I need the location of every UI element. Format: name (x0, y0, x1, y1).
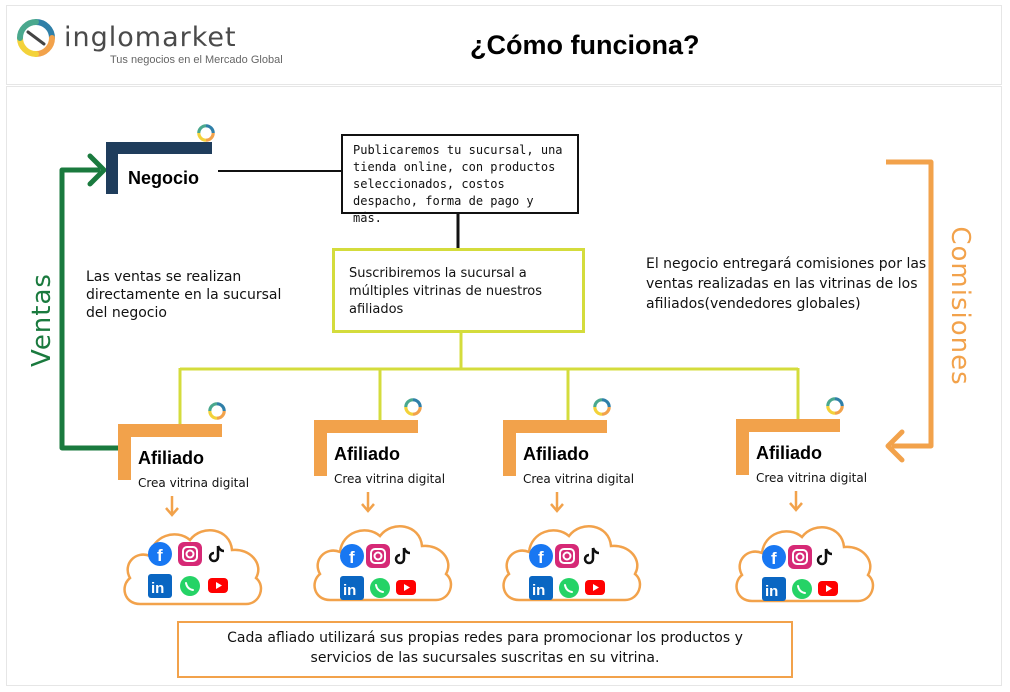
youtube-icon (585, 580, 605, 595)
affiliate-1: Afiliado Crea vitrina digital f in (118, 402, 278, 617)
linkedin-icon: in (340, 576, 364, 600)
brand-name: inglomarket (64, 22, 237, 53)
affiliate-logo-icon (593, 398, 611, 416)
publish-box: Publicaremos tu sucursal, una tienda onl… (341, 134, 579, 225)
page-title: ¿Cómo funciona? (470, 30, 700, 60)
whatsapp-icon (180, 576, 200, 596)
svg-text:in: in (532, 582, 545, 599)
svg-text:f: f (538, 548, 544, 567)
affiliate-logo-icon (404, 398, 422, 416)
sales-note: Las ventas se realizan directamente en l… (86, 269, 282, 321)
youtube-icon (208, 578, 228, 593)
linkedin-icon: in (148, 574, 172, 598)
affiliate-bracket (736, 419, 840, 475)
svg-text:f: f (771, 549, 777, 568)
brand-tagline: Tus negocios en el Mercado Global (110, 54, 283, 66)
instagram-icon (555, 544, 579, 568)
content-frame (6, 86, 1002, 686)
comisiones-label: Comisiones (945, 226, 975, 386)
youtube-icon (396, 580, 416, 595)
instagram-icon (178, 542, 202, 566)
header-frame (6, 5, 1002, 85)
youtube-icon (818, 581, 838, 596)
facebook-icon: f (148, 542, 172, 566)
linkedin-icon: in (762, 577, 786, 601)
whatsapp-icon (370, 578, 390, 598)
svg-text:in: in (343, 582, 356, 599)
instagram-icon (366, 544, 390, 568)
arrow-down-icon (789, 491, 803, 512)
whatsapp-icon (559, 578, 579, 598)
affiliate-subtitle: Crea vitrina digital (138, 476, 250, 490)
whatsapp-icon (792, 579, 812, 599)
svg-text:in: in (765, 583, 778, 600)
affiliate-3: Afiliado Crea vitrina digital f in (502, 398, 663, 613)
negocio-label: Negocio (128, 168, 200, 188)
affiliate-logo-icon (208, 402, 226, 420)
footer-note-box: Cada afliado utilizará sus propias redes… (177, 621, 793, 678)
subscribe-note: Suscribiremos la sucursal a múltiples vi… (349, 266, 542, 317)
tiktok-icon (208, 545, 225, 563)
svg-text:f: f (157, 546, 163, 565)
affiliate-label: Afiliado (523, 444, 589, 464)
affiliate-logo-icon (826, 397, 844, 415)
svg-text:in: in (151, 580, 164, 597)
arrow-down-icon (165, 496, 179, 517)
affiliate-subtitle: Crea vitrina digital (334, 472, 446, 486)
footer-note: Cada afliado utilizará sus propias redes… (227, 630, 743, 666)
affiliate-label: Afiliado (756, 443, 822, 463)
svg-text:f: f (349, 548, 355, 567)
commission-note: El negocio entregará comisiones por las … (646, 256, 927, 312)
tiktok-icon (583, 547, 600, 565)
affiliate-4: Afiliado Crea vitrina digital f in (735, 397, 896, 612)
ventas-label: Ventas (27, 273, 57, 367)
affiliate-label: Afiliado (334, 444, 400, 464)
linkedin-icon: in (529, 576, 553, 600)
affiliate-bracket (503, 420, 607, 476)
arrow-down-icon (361, 492, 375, 513)
affiliate-subtitle: Crea vitrina digital (756, 471, 868, 485)
publish-note: Publicaremos tu sucursal, una tienda onl… (353, 143, 563, 225)
facebook-icon: f (762, 545, 786, 569)
affiliate-bracket (314, 420, 418, 476)
tiktok-icon (816, 548, 833, 566)
subscribe-box: Suscribiremos la sucursal a múltiples vi… (332, 248, 585, 333)
affiliate-subtitle: Crea vitrina digital (523, 472, 635, 486)
affiliate-bracket (118, 424, 222, 480)
facebook-icon: f (340, 544, 364, 568)
affiliate-label: Afiliado (138, 448, 204, 468)
instagram-icon (788, 545, 812, 569)
affiliate-2: Afiliado Crea vitrina digital f in (313, 398, 474, 613)
facebook-icon: f (529, 544, 553, 568)
negocio-bracket (106, 142, 212, 194)
inglomarket-logo-icon (17, 19, 55, 57)
arrow-down-icon (550, 492, 564, 513)
tiktok-icon (394, 547, 411, 565)
negocio-logo-icon (197, 124, 215, 142)
